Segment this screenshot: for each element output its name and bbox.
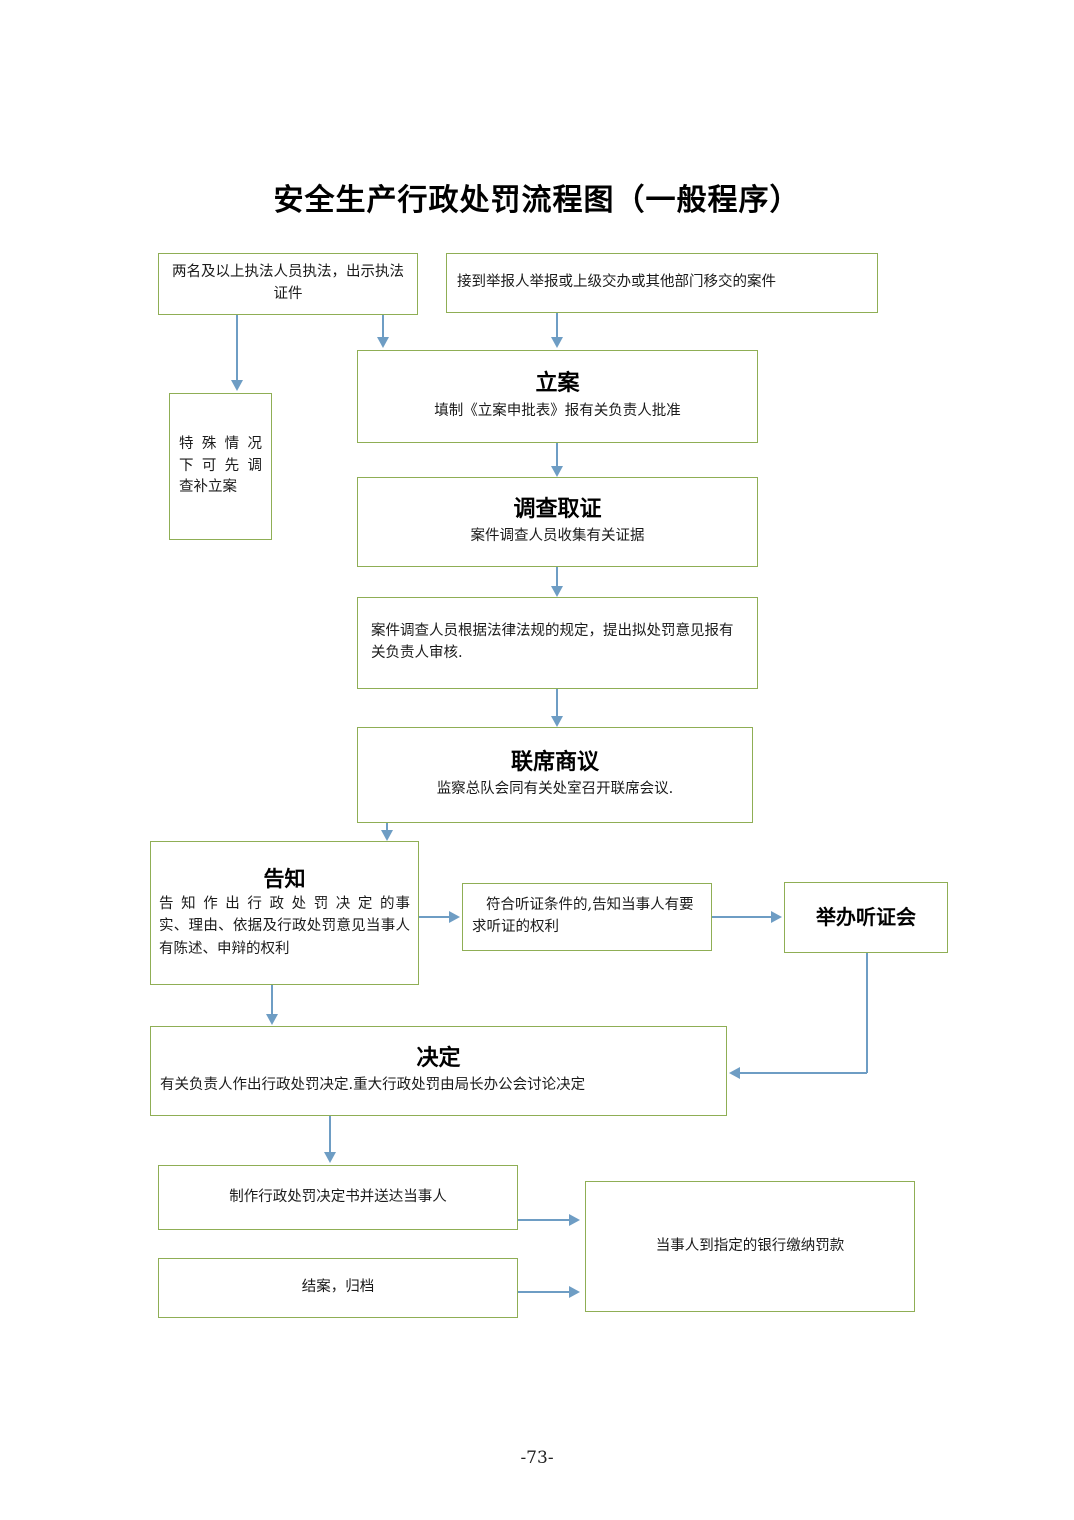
node-pay-fine-at-bank: 当事人到指定的银行缴纳罚款 [585, 1181, 915, 1312]
edge-investigation-to-proposal [556, 567, 558, 587]
edge-proposal-to-conference [556, 689, 558, 717]
node-notification-text: 告 知 作 出 行 政 处 罚 决 定 的事 实、理由、依据及行政处罚意见当事人… [159, 895, 410, 957]
edge-decision-to-issue-document-arrowhead [324, 1152, 336, 1163]
node-case-filing-text: 填制《立案申批表》报有关负责人批准 [434, 402, 681, 419]
edge-hold-hearing-to-decision-vertical [866, 953, 868, 1073]
node-case-intake: 接到举报人举报或上级交办或其他部门移交的案件 [446, 253, 878, 313]
edge-officers-to-filing-arrowhead [377, 337, 389, 348]
edge-notification-to-decision [271, 985, 273, 1015]
node-special-circumstance-text: 特 殊 情 况 下 可 先 调查补立案 [179, 435, 262, 496]
edge-officers-to-filing-vertical [382, 315, 384, 338]
node-joint-conference: 联席商议 监察总队会同有关处室召开联席会议. [357, 727, 753, 823]
edge-conference-to-notification [386, 823, 388, 831]
edge-notification-to-decision-arrowhead [266, 1014, 278, 1025]
edge-hearing-eligibility-to-hold-hearing [712, 916, 772, 918]
page-number: -73- [520, 1448, 554, 1468]
node-pay-fine-at-bank-text: 当事人到指定的银行缴纳罚款 [655, 1237, 845, 1254]
node-case-filing: 立案 填制《立案申批表》报有关负责人批准 [357, 350, 758, 443]
edge-hold-hearing-to-decision-arrowhead [729, 1067, 740, 1079]
edge-intake-to-filing [556, 313, 558, 338]
edge-issue-document-to-pay-fine-arrowhead [569, 1214, 580, 1226]
node-notification: 告知 告 知 作 出 行 政 处 罚 决 定 的事 实、理由、依据及行政处罚意见… [150, 841, 419, 985]
edge-issue-document-to-pay-fine [518, 1219, 570, 1221]
node-close-and-archive-text: 结案，归档 [301, 1279, 375, 1296]
node-issue-decision-document-text: 制作行政处罚决定书并送达当事人 [229, 1188, 447, 1205]
node-close-and-archive: 结案，归档 [158, 1258, 518, 1318]
node-investigation-evidence-text: 案件调查人员收集有关证据 [470, 528, 645, 545]
edge-conference-to-notification-arrowhead [381, 830, 393, 841]
edge-decision-to-issue-document [329, 1116, 331, 1153]
node-penalty-proposal-text: 案件调查人员根据法律法规的规定，提出拟处罚意见报有关负责人审核. [371, 623, 734, 661]
node-decision-heading: 决定 [416, 1044, 461, 1071]
edge-investigation-to-proposal-arrowhead [551, 586, 563, 597]
edge-notification-to-hearing-eligibility [419, 916, 450, 918]
node-hearing-eligibility-text: 符合听证条件的,告知当事人有要求听证的权利 [472, 897, 694, 935]
node-enforcement-officers-text: 两名及以上执法人员执法，出示执法证件 [172, 264, 404, 302]
edge-filing-to-investigation [556, 443, 558, 467]
node-issue-decision-document: 制作行政处罚决定书并送达当事人 [158, 1165, 518, 1230]
edge-proposal-to-conference-arrowhead [551, 716, 563, 727]
edge-close-archive-to-pay-fine-arrowhead [569, 1286, 580, 1298]
node-decision-text: 有关负责人作出行政处罚决定.重大行政处罚由局长办公会讨论决定 [160, 1077, 586, 1094]
edge-notification-to-hearing-eligibility-arrowhead [449, 911, 460, 923]
edge-hold-hearing-to-decision-horizontal [740, 1072, 867, 1074]
edge-officers-to-special [236, 315, 238, 381]
node-hold-hearing: 举办听证会 [784, 882, 948, 953]
edge-filing-to-investigation-arrowhead [551, 466, 563, 477]
node-investigation-evidence-heading: 调查取证 [513, 495, 602, 522]
page-title: 安全生产行政处罚流程图（一般程序） [273, 183, 801, 218]
node-case-intake-text: 接到举报人举报或上级交办或其他部门移交的案件 [457, 274, 776, 291]
node-decision: 决定 有关负责人作出行政处罚决定.重大行政处罚由局长办公会讨论决定 [150, 1026, 727, 1116]
node-joint-conference-heading: 联席商议 [510, 748, 599, 775]
node-investigation-evidence: 调查取证 案件调查人员收集有关证据 [357, 477, 758, 567]
edge-close-archive-to-pay-fine [518, 1291, 570, 1293]
edge-hearing-eligibility-to-hold-hearing-arrowhead [771, 911, 782, 923]
node-notification-heading: 告知 [263, 865, 306, 891]
node-joint-conference-text: 监察总队会同有关处室召开联席会议. [436, 781, 674, 798]
node-hold-hearing-heading: 举办听证会 [816, 905, 916, 929]
node-penalty-proposal: 案件调查人员根据法律法规的规定，提出拟处罚意见报有关负责人审核. [357, 597, 758, 689]
node-enforcement-officers: 两名及以上执法人员执法，出示执法证件 [158, 253, 418, 315]
node-case-filing-heading: 立案 [535, 370, 580, 397]
node-special-circumstance: 特 殊 情 况 下 可 先 调查补立案 [169, 393, 272, 540]
edge-intake-to-filing-arrowhead [551, 337, 563, 348]
node-hearing-eligibility: 符合听证条件的,告知当事人有要求听证的权利 [462, 883, 712, 951]
edge-officers-to-special-arrowhead [231, 380, 243, 391]
